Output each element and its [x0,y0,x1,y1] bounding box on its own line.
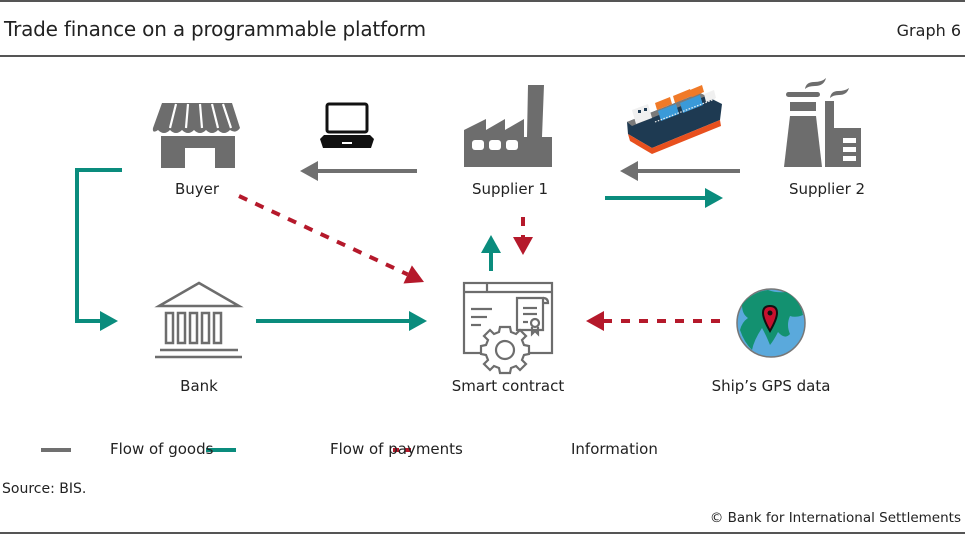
legend-label-information: Information [571,440,658,458]
flow-line [75,168,122,323]
copyright-note: © Bank for International Settlements [709,510,961,526]
graph-number: Graph 6 [896,21,961,40]
source-note: Source: BIS. [2,481,87,497]
arrowhead [100,311,118,331]
header-rule [0,55,965,57]
laptop-icon [320,102,374,148]
flow-arrow-information [586,311,720,331]
arrowhead [620,161,638,181]
globe-location-icon [736,288,806,358]
cargo-ship-icon [627,85,722,154]
supplier1-label: Supplier 1 [472,180,548,198]
arrowhead [586,311,604,331]
arrowhead [705,188,723,208]
flow-arrow-payments [75,168,122,331]
flow-arrow-payments [256,311,427,331]
arrowhead [513,237,533,255]
smart-contract-label: Smart contract [452,377,565,395]
flow-arrow-payments [605,188,723,208]
top-rule [0,0,965,2]
flow-arrow-information [513,217,533,255]
supplier2-label: Supplier 2 [789,180,865,198]
smart-contract-icon [462,281,554,375]
gps-label: Ship’s GPS data [712,377,831,395]
arrowhead [403,265,424,284]
bank-building-icon [154,281,244,359]
legend-label-payments: Flow of payments [330,440,463,458]
storefront-icon [152,103,240,168]
arrowhead [300,161,318,181]
flow-line [238,194,409,277]
flow-arrow-information [238,194,424,284]
arrowhead [409,311,427,331]
bank-label: Bank [180,377,218,395]
flow-arrow-goods [300,161,417,181]
buyer-label: Buyer [175,180,220,198]
flow-arrow-payments [481,235,501,271]
legend-label-goods: Flow of goods [110,440,214,458]
page-title: Trade finance on a programmable platform [4,17,426,41]
flow-arrow-goods [620,161,740,181]
bottom-rule [0,532,965,534]
power-plant-icon [784,78,861,167]
arrowhead [481,235,501,253]
factory-icon [464,85,552,167]
